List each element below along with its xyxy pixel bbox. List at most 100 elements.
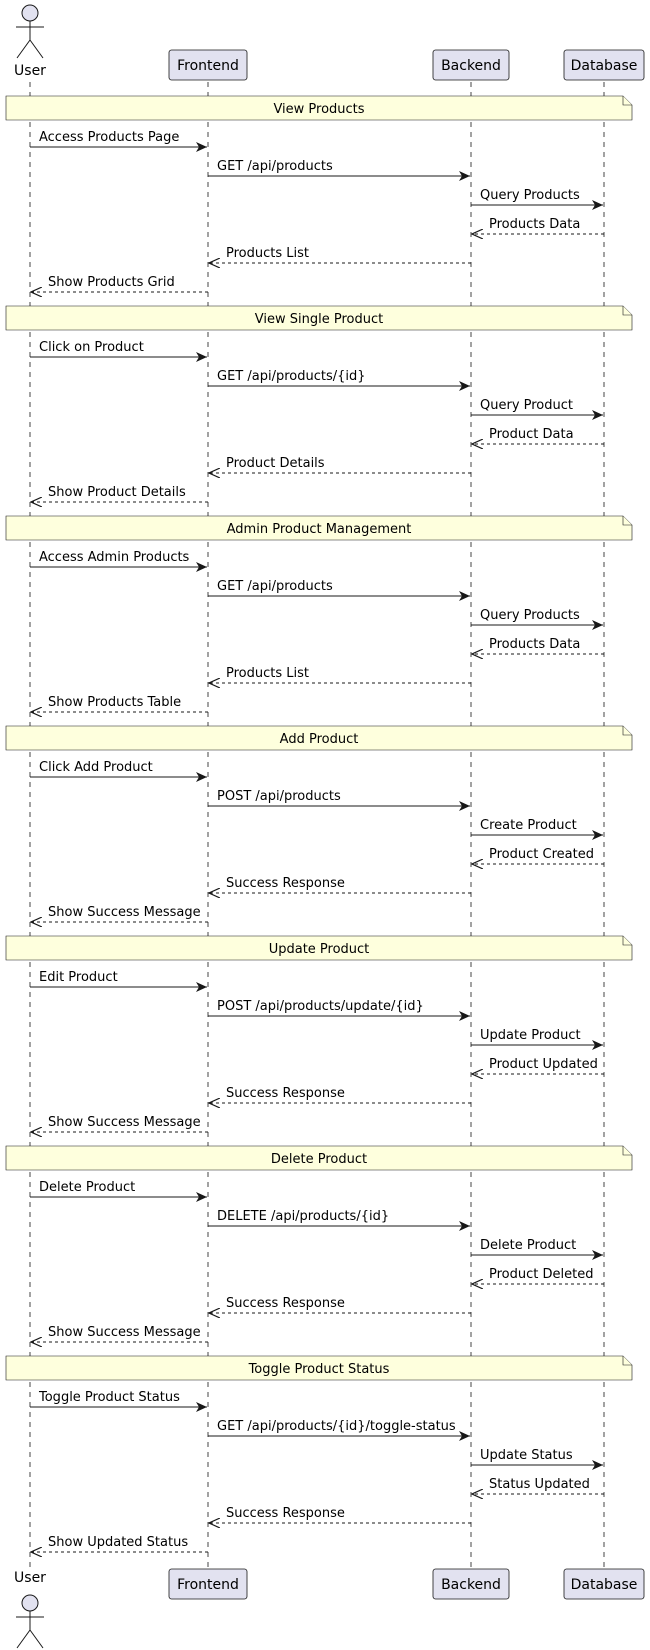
actor-label: User (14, 63, 46, 79)
message: POST /api/products (208, 789, 470, 811)
note-body (5, 515, 633, 541)
actor-bottom: User (14, 1570, 46, 1649)
message-label: Product Updated (489, 1057, 598, 1072)
participant-label: Backend (441, 1577, 501, 1593)
message-label: Delete Product (480, 1238, 576, 1253)
section-title: Update Product (269, 942, 370, 957)
message: Product Data (472, 427, 604, 444)
section-note: View Products (5, 95, 633, 121)
message-label: Product Details (226, 456, 325, 471)
participant-label: Database (571, 1577, 638, 1593)
message: Products Data (472, 637, 604, 654)
message: Status Updated (472, 1477, 604, 1494)
message-label: Update Status (480, 1448, 573, 1463)
section-title: View Products (273, 102, 364, 117)
participant-label: Frontend (177, 58, 239, 74)
message-label: Products Data (489, 637, 580, 652)
note-fold (622, 516, 632, 526)
message: Product Created (472, 847, 604, 864)
message-label: DELETE /api/products/{id} (217, 1209, 389, 1224)
section-note: Toggle Product Status (5, 1355, 633, 1381)
message: Success Response (209, 1086, 471, 1103)
message-label: POST /api/products (217, 789, 341, 804)
message-label: Show Products Table (48, 695, 181, 710)
message: Update Status (471, 1448, 603, 1470)
note-body (5, 95, 633, 121)
section-note: View Single Product (5, 305, 633, 331)
message-label: Show Updated Status (48, 1535, 188, 1550)
message: GET /api/products (208, 159, 470, 181)
message: Products List (209, 246, 471, 263)
message: Show Products Grid (31, 275, 208, 292)
participant-box (168, 49, 248, 81)
section-note: Delete Product (5, 1145, 633, 1171)
note-fold (622, 1146, 632, 1156)
message: Click on Product (30, 340, 207, 362)
message: Product Details (209, 456, 471, 473)
message-label: Update Product (480, 1028, 581, 1043)
message-label: Edit Product (39, 970, 118, 985)
message: Toggle Product Status (30, 1390, 207, 1412)
message-label: Products List (226, 666, 309, 681)
message: GET /api/products (208, 579, 470, 601)
participant-box (563, 1568, 645, 1600)
note-body (5, 725, 633, 751)
message-label: Product Created (489, 847, 594, 862)
note-fold (622, 1356, 632, 1366)
message: Delete Product (471, 1238, 603, 1260)
message: Show Success Message (31, 1115, 208, 1132)
message-label: Query Products (480, 608, 580, 623)
participant-database-bottom: Database (563, 1568, 645, 1600)
message-label: Toggle Product Status (38, 1390, 180, 1405)
message: Success Response (209, 1296, 471, 1313)
section-title: Add Product (280, 732, 359, 747)
message: Create Product (471, 818, 603, 840)
message: Edit Product (30, 970, 207, 992)
stick-figure-icon (16, 4, 44, 59)
message: Query Product (471, 398, 603, 420)
message: Update Product (471, 1028, 603, 1050)
message: Query Products (471, 608, 603, 630)
section-note: Admin Product Management (5, 515, 633, 541)
message: Show Success Message (31, 1325, 208, 1342)
message-label: Create Product (480, 818, 577, 833)
actor-label: User (14, 1570, 46, 1586)
message: Product Updated (472, 1057, 604, 1074)
section-title: Delete Product (271, 1152, 367, 1167)
message-label: Success Response (226, 1296, 345, 1311)
section-note: Update Product (5, 935, 633, 961)
message-label: Query Products (480, 188, 580, 203)
message-label: Success Response (226, 1086, 345, 1101)
message-label: Success Response (226, 1506, 345, 1521)
note-fold (622, 96, 632, 106)
message-label: GET /api/products (217, 159, 333, 174)
note-body (5, 935, 633, 961)
participant-box (168, 1568, 248, 1600)
message-label: Query Product (480, 398, 573, 413)
participant-backend-bottom: Backend (432, 1568, 510, 1600)
message-label: Show Success Message (48, 1115, 201, 1130)
message: Click Add Product (30, 760, 207, 782)
note-fold (622, 936, 632, 946)
message-label: Products Data (489, 217, 580, 232)
note-body (5, 305, 633, 331)
message-label: POST /api/products/update/{id} (217, 999, 424, 1014)
message: POST /api/products/update/{id} (208, 999, 470, 1021)
message: Delete Product (30, 1180, 207, 1202)
message-label: Click on Product (39, 340, 144, 355)
message-label: Click Add Product (39, 760, 153, 775)
message-label: Access Admin Products (39, 550, 190, 565)
message-label: GET /api/products/{id} (217, 369, 366, 384)
note-fold (622, 726, 632, 736)
message-label: Show Success Message (48, 905, 201, 920)
message-label: Status Updated (489, 1477, 590, 1492)
section-title: View Single Product (255, 312, 383, 327)
